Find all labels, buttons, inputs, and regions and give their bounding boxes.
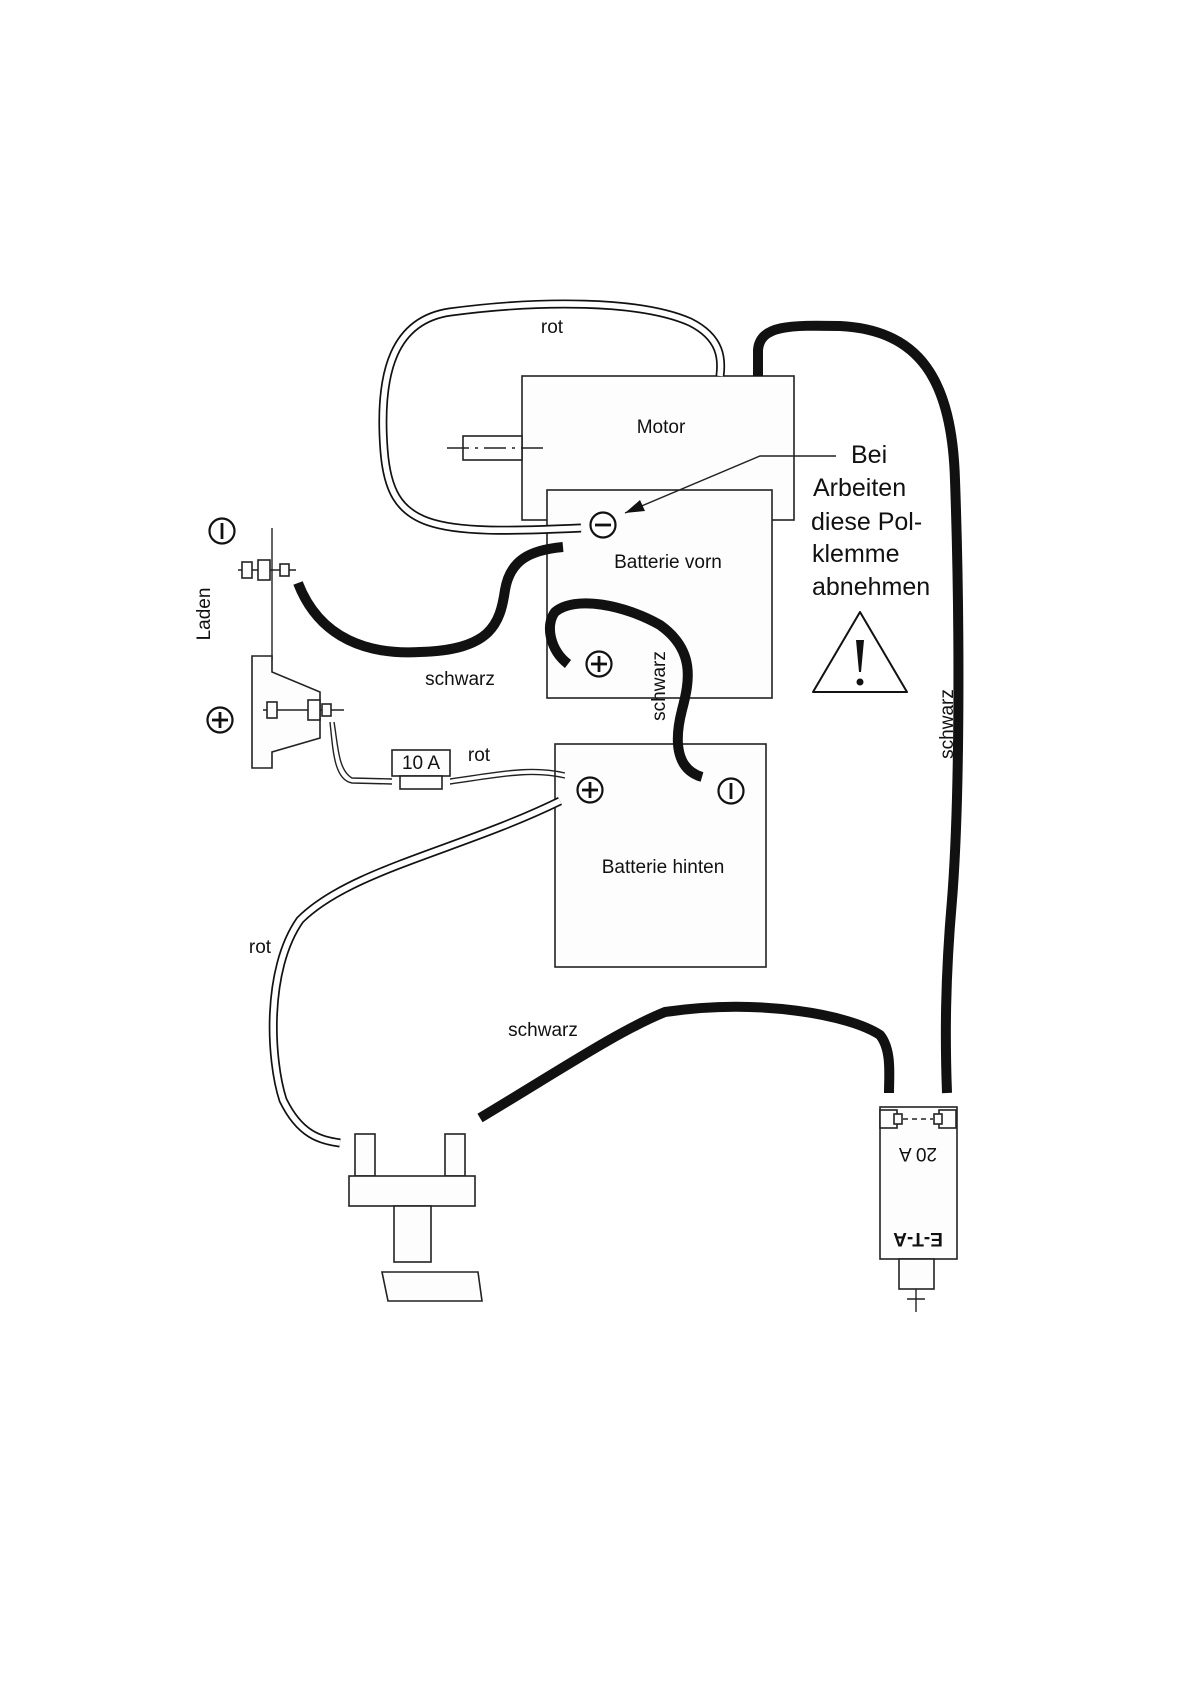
minus-terminal-icon <box>210 519 235 544</box>
red-label-rear: rot <box>249 937 272 958</box>
minus-terminal-icon <box>719 779 744 804</box>
plus-terminal-icon <box>208 708 233 733</box>
battery-rear-label: Batterie hinten <box>602 857 725 878</box>
charging-label: Laden <box>194 588 215 641</box>
charging-socket <box>349 1134 482 1301</box>
warning-triangle-icon <box>813 612 907 692</box>
red-label-motor-loop: rot <box>541 317 564 338</box>
warning-line-1: Bei <box>851 441 887 469</box>
black-label-motor-fuse: schwarz <box>937 689 958 759</box>
fuse-brand-label: E-T-A <box>893 1228 943 1249</box>
plus-terminal-icon <box>578 778 603 803</box>
black-cable-charge-minus <box>298 547 563 652</box>
warning-line-3: diese Pol- <box>811 508 922 536</box>
fuse-10a: 10 A <box>392 750 450 789</box>
red-label-fuse: rot <box>468 745 491 766</box>
motor-label: Motor <box>637 417 686 438</box>
warning-line-2: Arbeiten <box>813 474 906 502</box>
fuse-10a-label: 10 A <box>402 753 440 774</box>
terminal-bolt-minus <box>238 560 296 580</box>
warning-text: Bei Arbeiten diese Pol- klemme abnehmen <box>811 441 930 601</box>
charging-bracket <box>238 528 344 768</box>
minus-terminal-icon <box>591 513 616 538</box>
plus-terminal-icon <box>587 652 612 677</box>
black-label-socket: schwarz <box>508 1020 578 1041</box>
warning-line-5: abnehmen <box>812 573 930 601</box>
warning-line-4: klemme <box>812 540 900 568</box>
black-label-charge: schwarz <box>425 669 495 690</box>
fuse-20a-label: 20 A <box>899 1143 937 1164</box>
circuit-breaker-20a: 20 A E-T-A <box>880 1107 957 1312</box>
battery-front-label: Batterie vorn <box>614 552 722 573</box>
black-label-battery-link: schwarz <box>649 651 670 721</box>
